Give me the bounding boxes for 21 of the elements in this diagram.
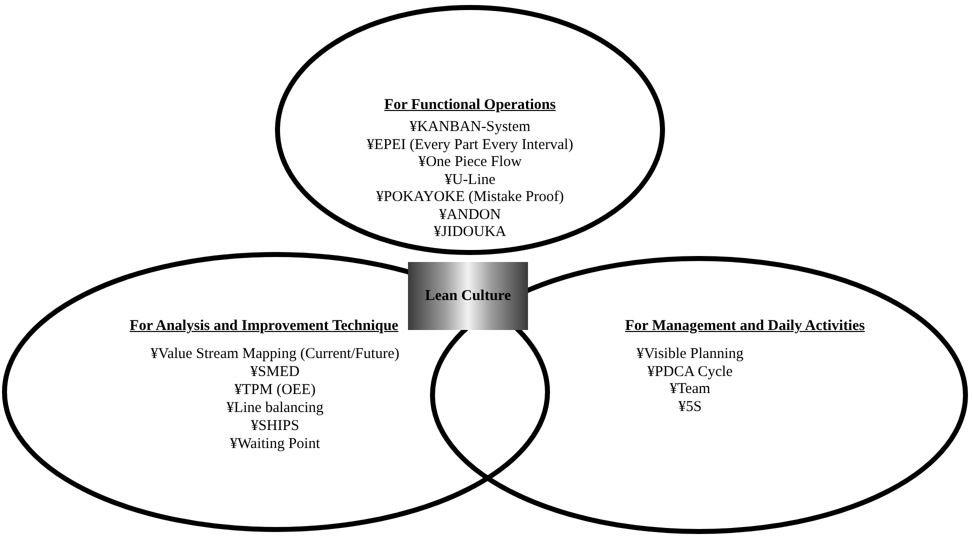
list-item: ¥POKAYOKE (Mistake Proof) — [376, 189, 564, 206]
list-item: ¥Waiting Point — [230, 436, 320, 453]
section-heading: For Management and Daily Activities — [625, 318, 865, 335]
list-item: ¥Team — [670, 381, 710, 398]
list-item: ¥One Piece Flow — [418, 154, 522, 171]
list-item: ¥EPEI (Every Part Every Interval) — [366, 136, 574, 154]
list-item: ¥Visible Planning — [636, 346, 744, 363]
list-item: ¥Value Stream Mapping (Current/Future) — [150, 346, 400, 363]
list-item: ¥JIDOUKA — [434, 224, 506, 241]
list-item: ¥KANBAN-System — [410, 119, 530, 136]
list-item: ¥Line balancing — [226, 400, 324, 417]
section-heading: For Functional Operations — [384, 97, 556, 114]
list-item: ¥SHIPS — [250, 418, 300, 435]
list-item: ¥PDCA Cycle — [647, 364, 733, 380]
list-item: ¥SMED — [250, 364, 300, 381]
list-item: ¥U-Line — [444, 172, 496, 188]
section-heading: For Analysis and Improvement Technique — [130, 318, 398, 335]
list-item: ¥5S — [678, 398, 702, 416]
list-item: ¥TPM (OEE) — [234, 382, 316, 399]
box-label: Lean Culture — [425, 288, 511, 304]
list-item: ¥ANDON — [439, 206, 501, 224]
